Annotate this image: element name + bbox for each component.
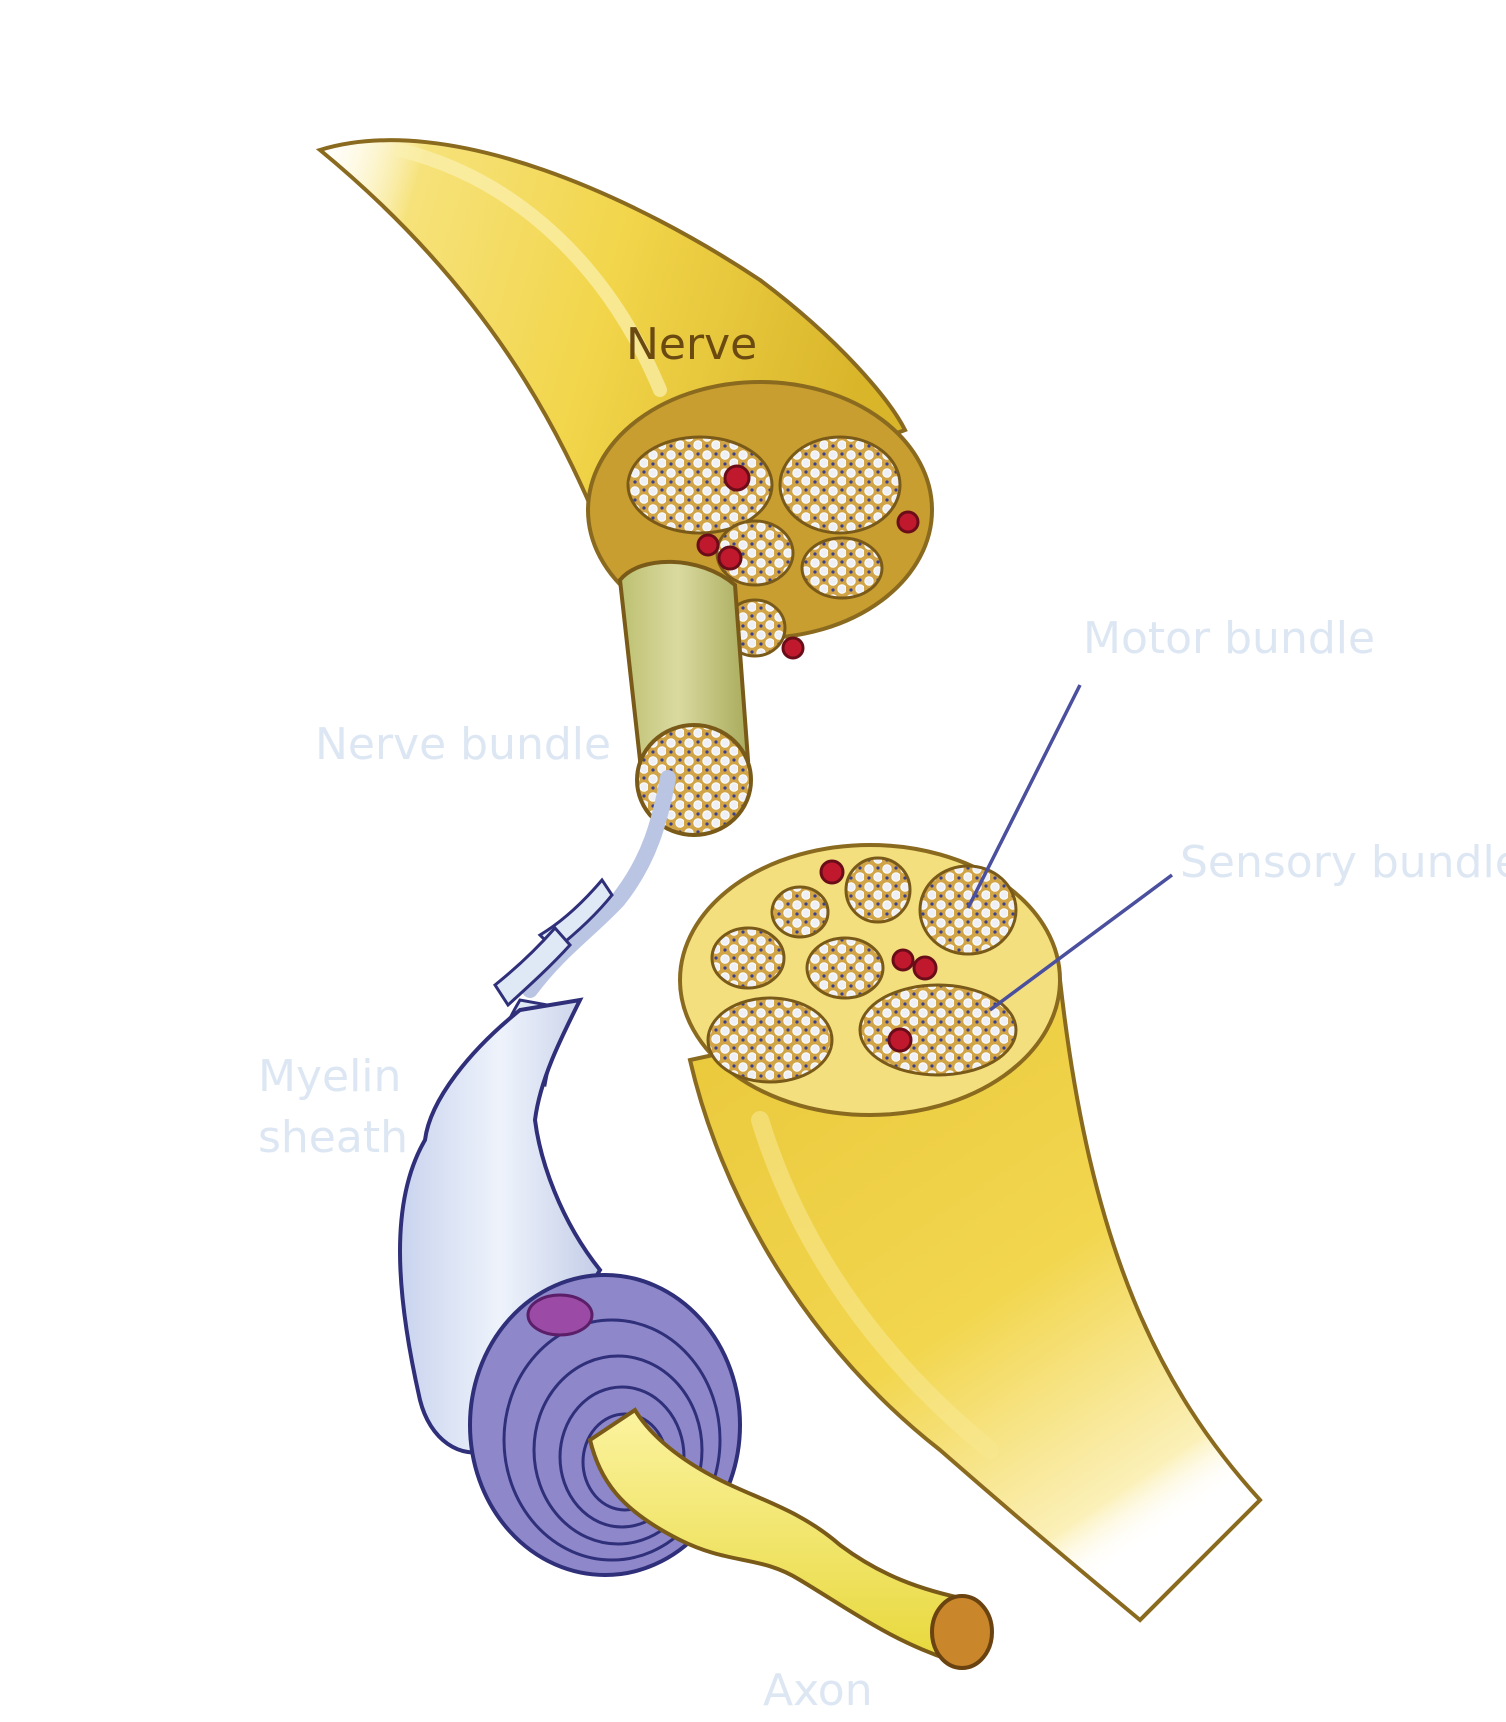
blood-vessel	[717, 545, 743, 571]
myelin-ring	[532, 1354, 704, 1546]
label-axon: Axon	[763, 1665, 873, 1716]
blood-vessel	[896, 510, 920, 534]
schwann-nucleus	[526, 1293, 594, 1337]
label-myelin-line2: sheath	[258, 1112, 408, 1163]
label-nerve: Nerve	[626, 319, 758, 370]
label-nerve-bundle: Nerve bundle	[315, 719, 612, 770]
motor-bundle-leader-line	[966, 684, 1082, 909]
myelin-segment	[493, 925, 573, 1008]
blood-vessel	[696, 533, 720, 557]
lower-fascicle	[805, 936, 885, 1000]
nerve-bundle-tube	[617, 559, 751, 762]
label-sensory-bundle: Sensory bundle	[1180, 837, 1506, 888]
upper-fascicle	[800, 536, 884, 600]
blood-vessel	[912, 955, 938, 981]
label-myelin-line1: Myelin	[258, 1051, 402, 1102]
blood-vessel	[723, 464, 751, 492]
label-motor-bundle: Motor bundle	[1083, 613, 1376, 664]
lower-nerve-body	[687, 977, 1263, 1623]
blood-vessel	[819, 859, 845, 885]
upper-nerve-sheen	[393, 143, 667, 397]
axon-end	[930, 1594, 994, 1670]
lower-fascicle	[770, 885, 830, 939]
upper-fascicle	[715, 519, 795, 587]
blood-vessel	[887, 1027, 913, 1053]
lower-fascicle	[710, 926, 786, 990]
upper-fascicle	[778, 435, 902, 535]
lower-nerve-sheen	[751, 1111, 999, 1459]
lower-fascicle	[844, 856, 912, 924]
motor-fascicle	[918, 864, 1018, 956]
blood-vessel	[781, 636, 805, 660]
upper-fascicle	[626, 435, 774, 535]
blood-vessel	[891, 948, 915, 972]
myelin-ring	[502, 1318, 722, 1562]
lower-fascicle	[706, 996, 834, 1084]
sensory-fascicle	[858, 983, 1018, 1077]
sensory-bundle-leader-line	[988, 873, 1174, 1012]
